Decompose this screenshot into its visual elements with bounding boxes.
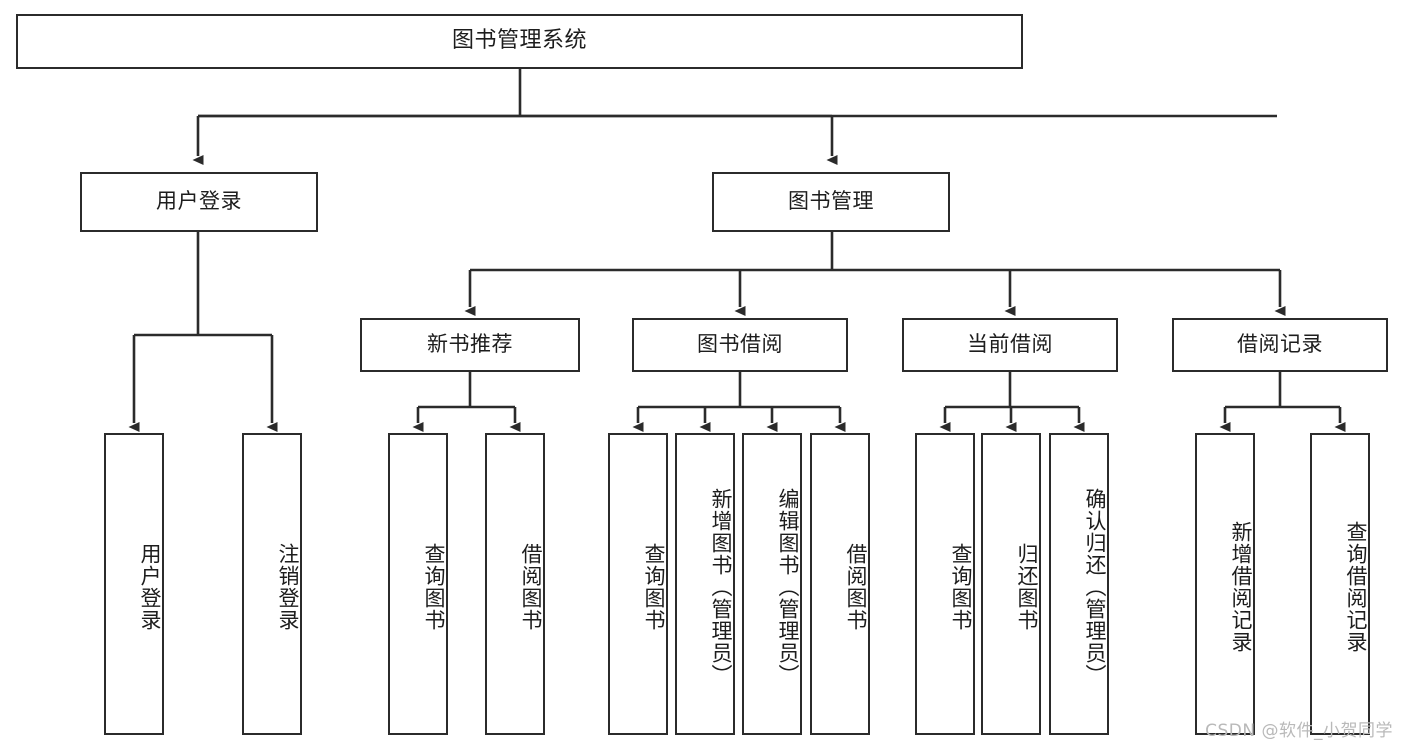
leaf-label: 借阅图书	[519, 543, 543, 631]
leaf-query-book-3[interactable]: 查询图书	[915, 433, 975, 735]
node-root[interactable]: 图书管理系统	[16, 14, 1023, 69]
leaf-query-book-2[interactable]: 查询图书	[608, 433, 668, 735]
node-user-login[interactable]: 用户登录	[80, 172, 318, 232]
leaf-user-login[interactable]: 用户登录	[104, 433, 164, 735]
leaf-query-book-1[interactable]: 查询图书	[388, 433, 448, 735]
leaf-label: 归还图书	[1015, 543, 1039, 631]
leaf-query-record[interactable]: 查询借阅记录	[1310, 433, 1370, 735]
leaf-label: 用户登录	[138, 543, 162, 631]
leaf-edit-book[interactable]: 编辑图书（管理员）	[742, 433, 802, 735]
leaf-label: 新增借阅记录	[1229, 521, 1253, 653]
leaf-return-book[interactable]: 归还图书	[981, 433, 1041, 735]
leaf-confirm-return[interactable]: 确认归还（管理员）	[1049, 433, 1109, 735]
node-book-manage[interactable]: 图书管理	[712, 172, 950, 232]
leaf-logout[interactable]: 注销登录	[242, 433, 302, 735]
leaf-label: 查询图书	[422, 543, 446, 631]
node-borrow-record[interactable]: 借阅记录	[1172, 318, 1388, 372]
leaf-borrow-book-2[interactable]: 借阅图书	[810, 433, 870, 735]
leaf-label: 编辑图书（管理员）	[776, 488, 800, 686]
leaf-label: 新增图书（管理员）	[709, 488, 733, 686]
leaf-borrow-book-1[interactable]: 借阅图书	[485, 433, 545, 735]
leaf-label: 借阅图书	[844, 543, 868, 631]
node-current-borrow[interactable]: 当前借阅	[902, 318, 1118, 372]
csdn-watermark: CSDN @软件_小贺同学	[1205, 721, 1393, 741]
leaf-label: 查询图书	[949, 543, 973, 631]
node-book-borrow[interactable]: 图书借阅	[632, 318, 848, 372]
leaf-add-record[interactable]: 新增借阅记录	[1195, 433, 1255, 735]
leaf-add-book[interactable]: 新增图书（管理员）	[675, 433, 735, 735]
leaf-label: 确认归还（管理员）	[1083, 488, 1107, 686]
leaf-label: 查询借阅记录	[1344, 521, 1368, 653]
leaf-label: 注销登录	[276, 543, 300, 631]
node-new-book-rec[interactable]: 新书推荐	[360, 318, 580, 372]
leaf-label: 查询图书	[642, 543, 666, 631]
